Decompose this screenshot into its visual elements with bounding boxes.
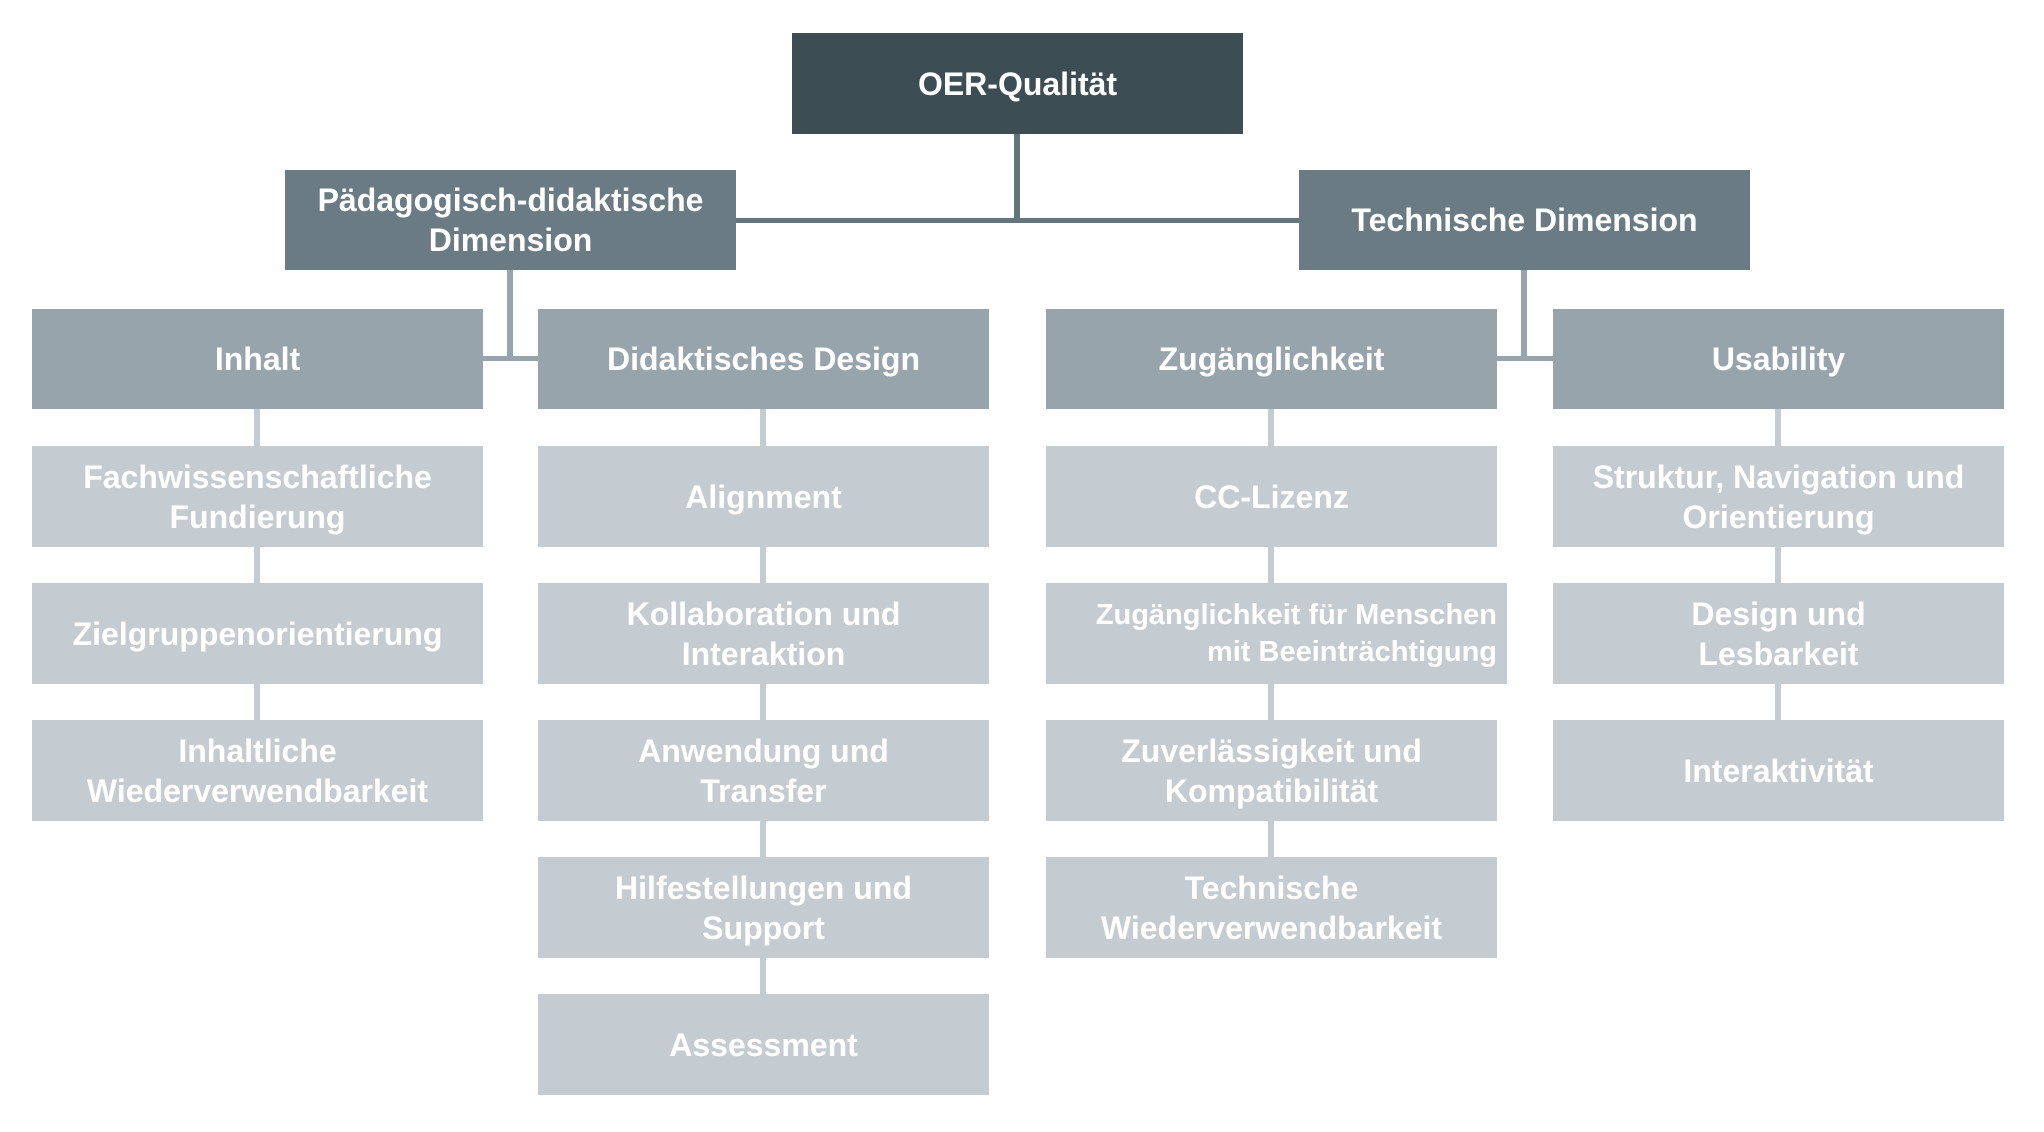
node-zielgruppenorientierung: Zielgruppenorientierung: [32, 583, 483, 684]
node-interaktivitaet: Interaktivität: [1553, 720, 2004, 821]
node-technische-dimension: Technische Dimension: [1299, 170, 1750, 270]
connector-paedagogisch-vertical: [507, 270, 513, 360]
connector-technische-vertical: [1521, 270, 1527, 360]
node-zuverlaessigkeit-und-kompatibilitaet: Zuverlässigkeit und Kompatibilität: [1046, 720, 1497, 821]
connector-col2-stub: [760, 409, 766, 446]
node-cc-lizenz: CC-Lizenz: [1046, 446, 1497, 547]
node-kollaboration-und-interaktion: Kollaboration und Interaktion: [538, 583, 989, 684]
node-inhalt: Inhalt: [32, 309, 483, 409]
connector-col3-stub: [1268, 821, 1274, 857]
connector-col3-stub: [1268, 684, 1274, 720]
connector-zugaenglichkeit-usability-horizontal: [1497, 356, 1553, 361]
connector-col2-stub: [760, 547, 766, 583]
node-hilfestellungen-und-support: Hilfestellungen und Support: [538, 857, 989, 958]
connector-root-vertical: [1014, 134, 1020, 221]
node-usability: Usability: [1553, 309, 2004, 409]
node-struktur-navigation-und-orientierung: Struktur, Navigation und Orientierung: [1553, 446, 2004, 547]
connector-col4-stub: [1775, 409, 1781, 446]
node-technische-wiederverwendbarkeit: Technische Wiederverwendbarkeit: [1046, 857, 1497, 958]
connector-col3-stub: [1268, 547, 1274, 583]
node-assessment: Assessment: [538, 994, 989, 1095]
connector-col1-stub: [254, 684, 260, 720]
node-zugaenglichkeit-fuer-menschen-mit-beeintraechtigung: Zugänglichkeit für Menschen mit Beeinträ…: [1046, 583, 1507, 684]
node-inhaltliche-wiederverwendbarkeit: Inhaltliche Wiederverwendbarkeit: [32, 720, 483, 821]
connector-col1-stub: [254, 409, 260, 446]
connector-col4-stub: [1775, 684, 1781, 720]
node-design-und-lesbarkeit: Design und Lesbarkeit: [1553, 583, 2004, 684]
node-zugaenglichkeit: Zugänglichkeit: [1046, 309, 1497, 409]
connector-col2-stub: [760, 821, 766, 857]
connector-col2-stub: [760, 684, 766, 720]
node-alignment: Alignment: [538, 446, 989, 547]
node-oer-qualitaet: OER-Qualität: [792, 33, 1243, 134]
node-fachwissenschaftliche-fundierung: Fachwissenschaftliche Fundierung: [32, 446, 483, 547]
connector-col3-stub: [1268, 409, 1274, 446]
node-anwendung-und-transfer: Anwendung und Transfer: [538, 720, 989, 821]
connector-col4-stub: [1775, 547, 1781, 583]
connector-col1-stub: [254, 547, 260, 583]
connector-col2-stub: [760, 958, 766, 994]
node-paedagogisch-didaktische-dimension: Pädagogisch-didaktische Dimension: [285, 170, 736, 270]
connector-dimensions-horizontal: [736, 218, 1299, 223]
node-didaktisches-design: Didaktisches Design: [538, 309, 989, 409]
connector-inhalt-didaktisches-horizontal: [483, 356, 538, 361]
